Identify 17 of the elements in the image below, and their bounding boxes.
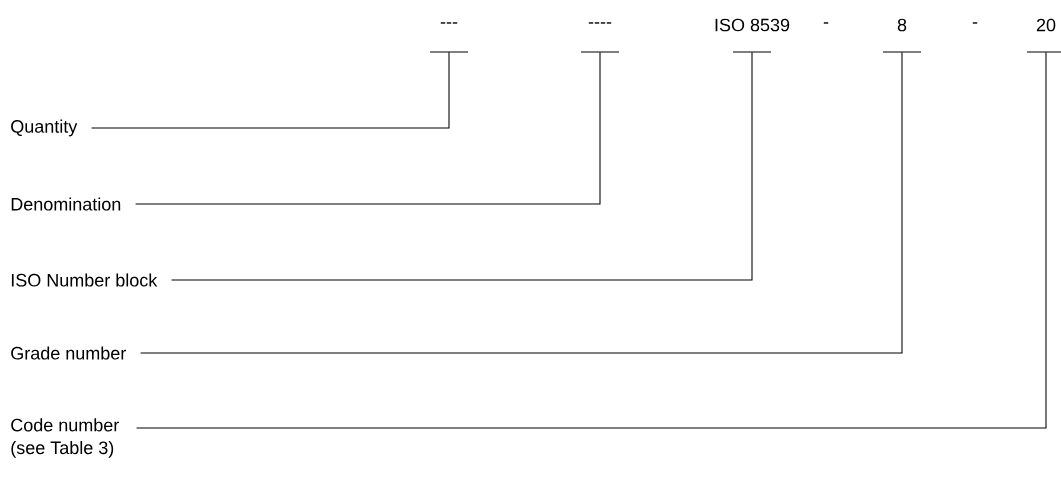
code-part: 8 [882, 18, 922, 53]
leader-line [171, 51, 753, 281]
part-label: Quantity [11, 119, 78, 137]
code-part: ISO 8539 [715, 18, 790, 53]
code-part: ---- [580, 22, 620, 53]
leader-line [91, 51, 450, 129]
leader-line [140, 51, 903, 354]
separator-dash: - [823, 22, 829, 24]
part-label: Code number (see Table 3) [11, 418, 119, 458]
separator-dash: - [972, 22, 978, 24]
part-label: ISO Number block [11, 273, 158, 287]
part-label: Denomination [11, 197, 121, 211]
leader-line [136, 51, 1047, 429]
part-label: Grade number [11, 346, 126, 360]
leader-line [135, 51, 601, 205]
code-part: --- [429, 22, 469, 53]
code-part: 20 [1026, 18, 1061, 53]
